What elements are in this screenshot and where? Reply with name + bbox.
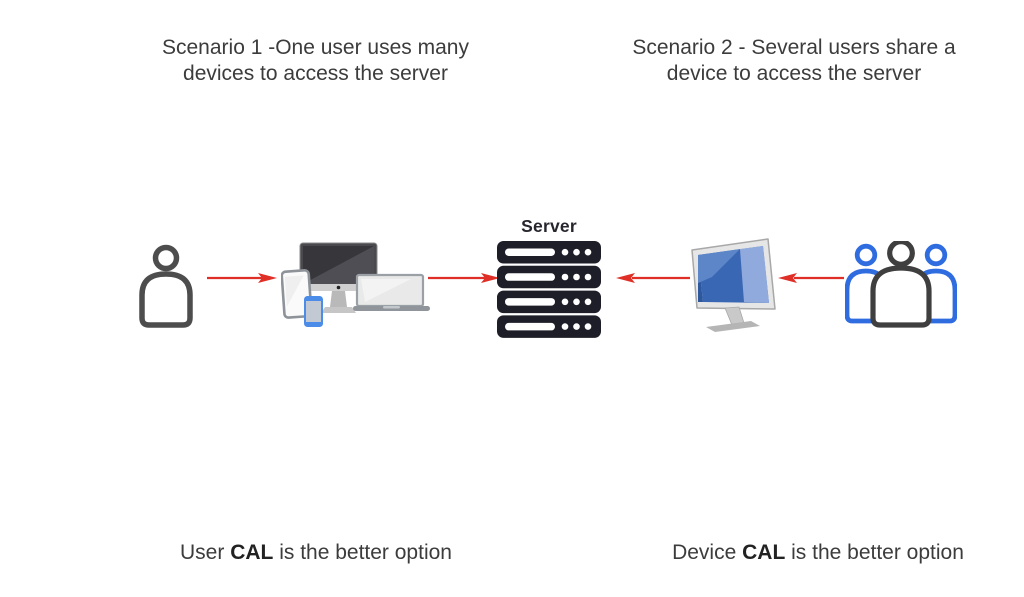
- caption2-suffix: is the better option: [785, 541, 964, 564]
- caption2-prefix: Device: [672, 541, 743, 564]
- scenario1-title-line1: Scenario 1 -One user uses many: [162, 36, 469, 59]
- arrow-user-to-devices: [207, 273, 277, 283]
- scenario1-caption: User CAL is the better option: [116, 541, 516, 565]
- desktop-monitor-icon: [691, 238, 776, 332]
- caption1-prefix: User: [180, 541, 231, 564]
- scenario2-title-line1: Scenario 2 - Several users share a: [632, 36, 956, 59]
- caption2-cal: CAL: [742, 541, 786, 564]
- scenario1-title-line2: devices to access the server: [183, 62, 448, 85]
- arrow-group-to-monitor: [778, 273, 844, 283]
- caption1-suffix: is the better option: [273, 541, 452, 564]
- scenario1-title: Scenario 1 -One user uses many devices t…: [133, 35, 498, 87]
- single-user-icon: [139, 244, 193, 328]
- multi-device-cluster-icon: [281, 242, 430, 327]
- scenario2-title: Scenario 2 - Several users share a devic…: [612, 35, 976, 87]
- three-user-group-icon: [845, 241, 957, 328]
- arrow-devices-to-server: [428, 273, 500, 283]
- scenario2-title-line2: device to access the server: [666, 62, 922, 85]
- caption1-cal: CAL: [230, 541, 274, 564]
- server-rack-icon: [497, 241, 601, 338]
- scenario2-caption: Device CAL is the better option: [618, 541, 1018, 565]
- server-label: Server: [521, 216, 577, 236]
- arrow-monitor-to-server: [616, 273, 690, 283]
